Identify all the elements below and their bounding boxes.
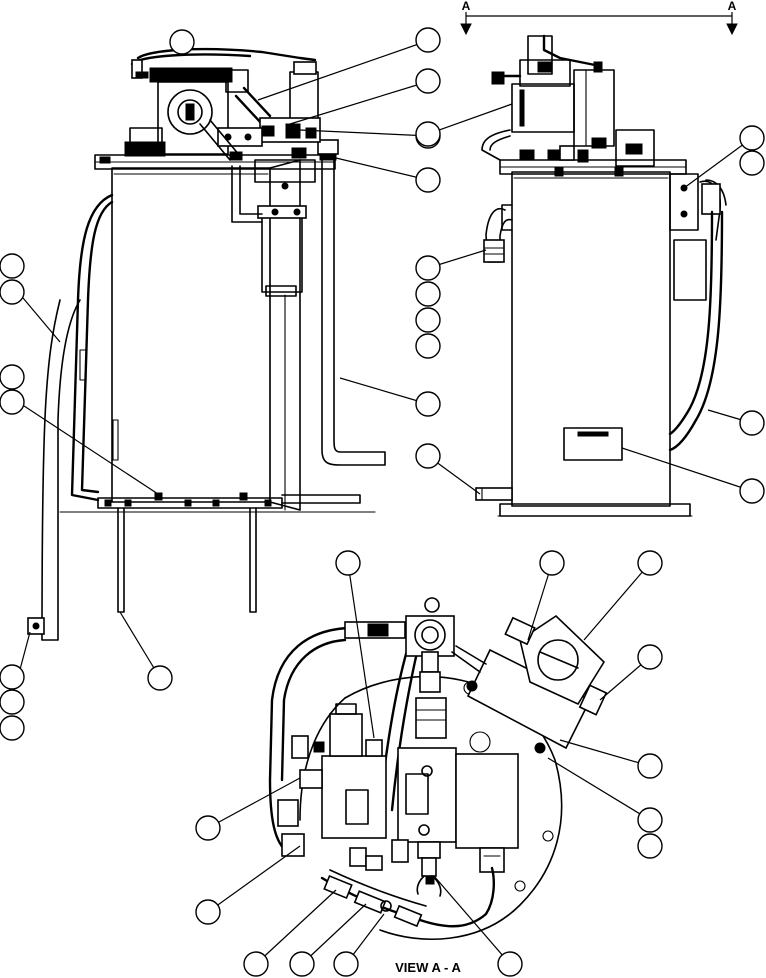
section-mark-left: A xyxy=(462,0,471,13)
section-mark-right: A xyxy=(728,0,737,13)
left-view-tank xyxy=(27,47,386,641)
right-view-tank xyxy=(460,12,738,517)
callout-balloons xyxy=(0,27,765,977)
base-bolts xyxy=(104,492,272,507)
view-a-a-top xyxy=(268,597,608,941)
pump-unit xyxy=(124,47,321,161)
view-caption: VIEW A - A xyxy=(395,960,461,975)
